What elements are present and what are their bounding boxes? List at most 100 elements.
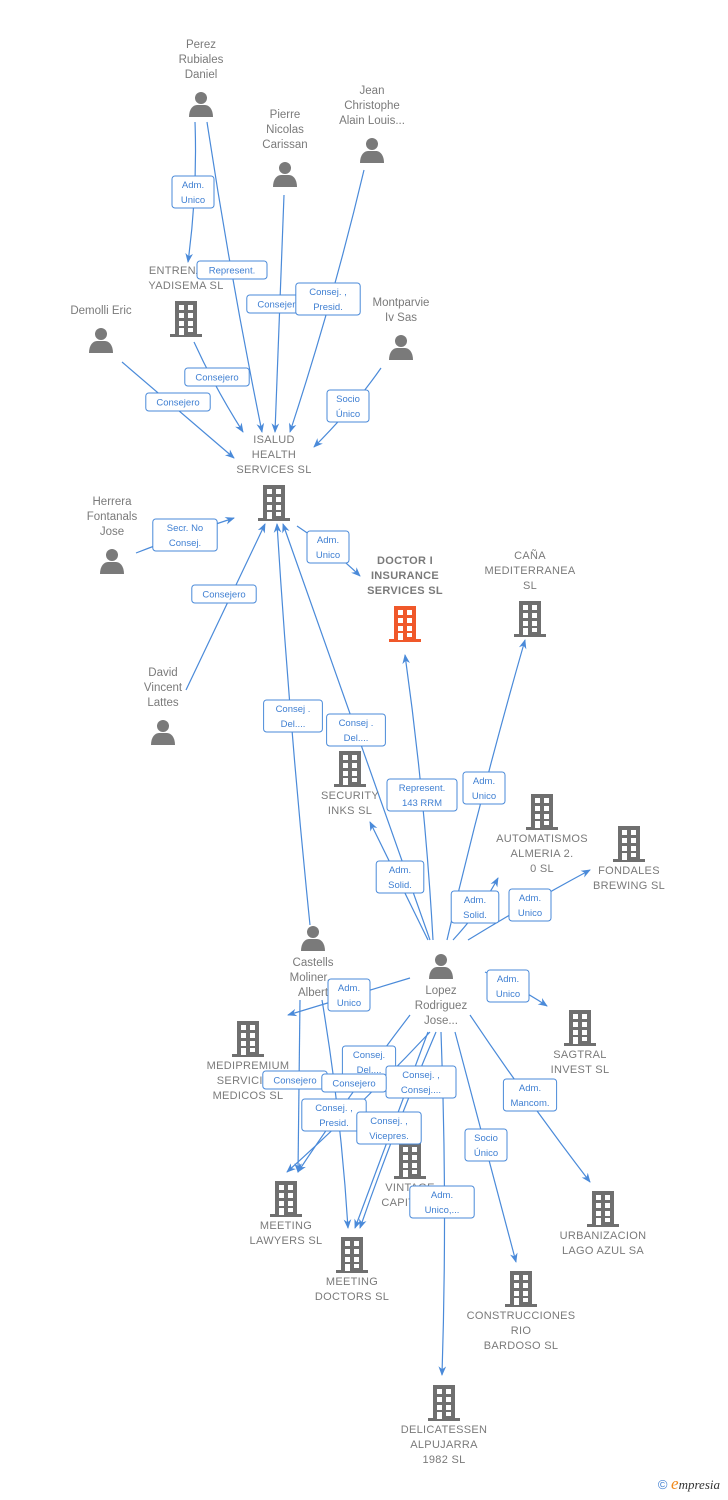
node-label[interactable]: AUTOMATISMOS bbox=[496, 833, 588, 845]
building-icon[interactable] bbox=[526, 794, 558, 830]
edge-label[interactable]: Consej. ,Presid. bbox=[295, 282, 361, 316]
edge-label[interactable]: Adm.Mancom. bbox=[502, 1078, 558, 1112]
edge-label[interactable]: Adm.Unico bbox=[486, 969, 530, 1003]
building-icon[interactable] bbox=[587, 1191, 619, 1227]
node-label[interactable]: DELICATESSEN bbox=[401, 1424, 488, 1436]
edge-label[interactable]: Consejero bbox=[145, 392, 211, 412]
node-label[interactable]: FONDALES bbox=[598, 865, 660, 877]
node-label[interactable]: Rubiales bbox=[179, 54, 224, 66]
node-label[interactable]: DOCTORS SL bbox=[315, 1291, 389, 1303]
edge-label[interactable]: Consej .Del.... bbox=[263, 699, 323, 733]
person-icon[interactable] bbox=[429, 954, 453, 979]
building-icon[interactable] bbox=[613, 826, 645, 862]
node-label[interactable]: SL bbox=[523, 580, 537, 592]
edge-label[interactable]: Consejero bbox=[184, 367, 250, 387]
building-icon[interactable] bbox=[564, 1010, 596, 1046]
node-montparvie[interactable]: Montparvie Iv Sas bbox=[373, 297, 430, 360]
node-label[interactable]: Nicolas bbox=[266, 124, 304, 136]
building-icon[interactable] bbox=[258, 485, 290, 521]
person-icon[interactable] bbox=[360, 138, 384, 163]
person-icon[interactable] bbox=[89, 328, 113, 353]
node-label[interactable]: Alain Louis... bbox=[339, 115, 405, 127]
person-icon[interactable] bbox=[273, 162, 297, 187]
node-label[interactable]: DOCTOR I bbox=[377, 555, 433, 567]
building-icon[interactable] bbox=[428, 1385, 460, 1421]
node-isalud[interactable]: ISALUD HEALTH SERVICES SL bbox=[236, 434, 311, 521]
node-automatismos[interactable]: AUTOMATISMOS ALMERIA 2. 0 SL bbox=[496, 794, 588, 875]
node-label[interactable]: MEDITERRANEA bbox=[485, 565, 576, 577]
edge-label[interactable]: Adm.Solid. bbox=[375, 860, 425, 894]
node-meetingdoctors[interactable]: MEETING DOCTORS SL bbox=[315, 1237, 389, 1303]
node-label[interactable]: Vincent bbox=[144, 682, 183, 694]
node-label[interactable]: Demolli Eric bbox=[70, 305, 132, 317]
node-label[interactable]: Jose bbox=[100, 526, 124, 538]
node-label[interactable]: MEETING bbox=[326, 1276, 378, 1288]
edge-label[interactable]: Consejero bbox=[262, 1070, 328, 1090]
edge-label[interactable]: Consej. ,Consej.... bbox=[385, 1065, 457, 1099]
node-label[interactable]: LAWYERS SL bbox=[250, 1235, 323, 1247]
node-label[interactable]: Jose... bbox=[424, 1015, 458, 1027]
node-label[interactable]: ALMERIA 2. bbox=[511, 848, 574, 860]
node-label[interactable]: David bbox=[148, 667, 177, 679]
node-label[interactable]: INKS SL bbox=[328, 805, 372, 817]
empresia-logo[interactable]: empresia bbox=[671, 1474, 720, 1493]
node-label[interactable]: SAGTRAL bbox=[553, 1049, 606, 1061]
node-label[interactable]: BARDOSO SL bbox=[484, 1340, 559, 1352]
node-label[interactable]: Jean bbox=[360, 85, 385, 97]
node-label[interactable]: YADISEMA SL bbox=[148, 280, 223, 292]
node-label[interactable]: SERVICES SL bbox=[367, 585, 443, 597]
building-icon[interactable] bbox=[505, 1271, 537, 1307]
node-label[interactable]: 0 SL bbox=[530, 863, 554, 875]
node-demolli[interactable]: Demolli Eric bbox=[70, 305, 132, 353]
node-label[interactable]: Pierre bbox=[270, 109, 301, 121]
edge-label[interactable]: Consej .Del.... bbox=[326, 713, 386, 747]
edge-label[interactable]: Adm.Solid. bbox=[450, 890, 500, 924]
node-label[interactable]: INVEST SL bbox=[551, 1064, 610, 1076]
node-label[interactable]: MEETING bbox=[260, 1220, 312, 1232]
node-label[interactable]: Christophe bbox=[344, 100, 400, 112]
node-fondales[interactable]: FONDALES BREWING SL bbox=[593, 826, 665, 892]
person-icon[interactable] bbox=[100, 549, 124, 574]
node-meetinglawyers[interactable]: MEETING LAWYERS SL bbox=[250, 1181, 323, 1247]
node-lopez[interactable]: LopezRodriguezJose... bbox=[415, 954, 468, 1027]
node-label[interactable]: LAGO AZUL SA bbox=[562, 1245, 644, 1257]
edge-label[interactable]: Represent. bbox=[196, 260, 268, 280]
node-label[interactable]: SERVICES SL bbox=[236, 464, 311, 476]
node-label[interactable]: Daniel bbox=[185, 69, 218, 81]
person-icon[interactable] bbox=[389, 335, 413, 360]
node-urbanizacion[interactable]: URBANIZACION LAGO AZUL SA bbox=[560, 1191, 647, 1257]
edge-label[interactable]: Consejero bbox=[191, 584, 257, 604]
edge-label[interactable]: Adm.Unico bbox=[306, 530, 350, 564]
edge-label[interactable]: Adm.Unico,... bbox=[409, 1185, 475, 1219]
building-icon[interactable] bbox=[389, 606, 421, 642]
node-label[interactable]: Iv Sas bbox=[385, 312, 417, 324]
node-label[interactable]: ALPUJARRA bbox=[410, 1439, 478, 1451]
node-label[interactable]: MEDIPREMIUM bbox=[207, 1060, 290, 1072]
node-label[interactable]: BREWING SL bbox=[593, 880, 665, 892]
edge-label[interactable]: Represent.143 RRM bbox=[386, 778, 458, 812]
building-icon[interactable] bbox=[336, 1237, 368, 1273]
node-label[interactable]: HEALTH bbox=[252, 449, 296, 461]
node-label[interactable]: Montparvie bbox=[373, 297, 430, 309]
node-label[interactable]: Rodriguez bbox=[415, 1000, 468, 1012]
edge-label[interactable]: Adm.Unico bbox=[171, 175, 215, 209]
node-label[interactable]: Herrera bbox=[93, 496, 133, 508]
node-label[interactable]: ISALUD bbox=[253, 434, 295, 446]
node-label[interactable]: Carissan bbox=[262, 139, 307, 151]
node-label[interactable]: Fontanals bbox=[87, 511, 138, 523]
building-icon[interactable] bbox=[270, 1181, 302, 1217]
edge-label[interactable]: Adm.Unico bbox=[327, 978, 371, 1012]
node-label[interactable]: CONSTRUCCIONES bbox=[467, 1310, 576, 1322]
node-label[interactable]: Moliner... bbox=[290, 972, 337, 984]
node-label[interactable]: URBANIZACION bbox=[560, 1230, 647, 1242]
